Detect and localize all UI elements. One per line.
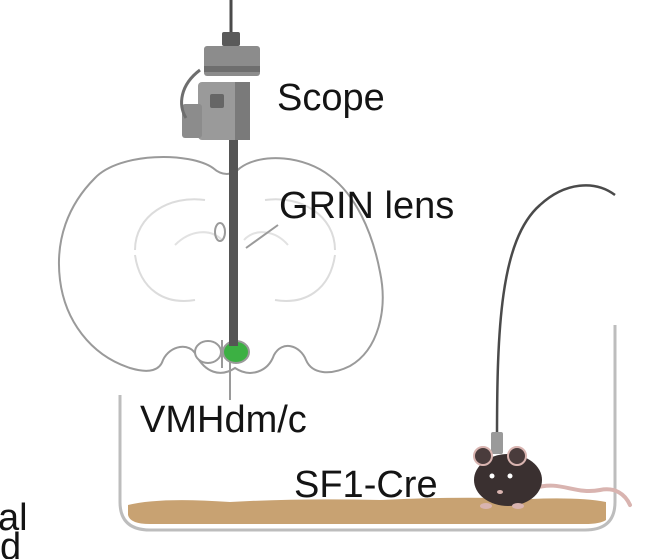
- label-scope: Scope: [277, 77, 385, 119]
- mouse-nose: [497, 490, 503, 494]
- label-sf1-cre: SF1-Cre: [294, 464, 438, 506]
- brain-outline: [58, 156, 384, 374]
- arena-wall: [118, 325, 617, 532]
- scope-knob: [210, 94, 224, 108]
- cropped-label-top: al: [0, 497, 28, 539]
- grin-lens-leader-line: [245, 224, 279, 249]
- brain-inner-striatum: [134, 254, 336, 302]
- mouse-tether-cable: [495, 184, 616, 441]
- scope-top-band: [204, 66, 260, 72]
- scope-body-shade: [235, 82, 250, 140]
- brain-ventricle: [214, 222, 226, 242]
- mouse-headstage: [491, 432, 503, 454]
- mouse-ear-right: [507, 446, 527, 466]
- scope-cap: [222, 32, 240, 46]
- scope-side-clamp: [182, 104, 202, 138]
- mouse-icon: [473, 184, 632, 509]
- mouse-ear-left: [473, 446, 493, 466]
- label-grin-lens: GRIN lens: [279, 185, 454, 227]
- mouse-foot-right: [512, 503, 524, 509]
- vmh-left-outline: [194, 340, 222, 364]
- brain-section: [58, 156, 384, 400]
- brain-inner-hippocampus: [174, 231, 289, 246]
- mouse-eye-right: [507, 473, 513, 479]
- grin-lens: [229, 140, 238, 346]
- mouse-eye-left: [489, 473, 495, 479]
- mouse-foot-left: [480, 503, 492, 509]
- brain-inner-cortex: [134, 198, 336, 251]
- mouse-tail: [533, 483, 632, 507]
- mouse-body: [474, 454, 542, 506]
- label-vmhdm-c: VMHdm/c: [140, 399, 307, 441]
- microscope-icon: [180, 0, 260, 140]
- cropped-label-bottom: d: [0, 526, 21, 559]
- scope-side-wire: [180, 68, 201, 119]
